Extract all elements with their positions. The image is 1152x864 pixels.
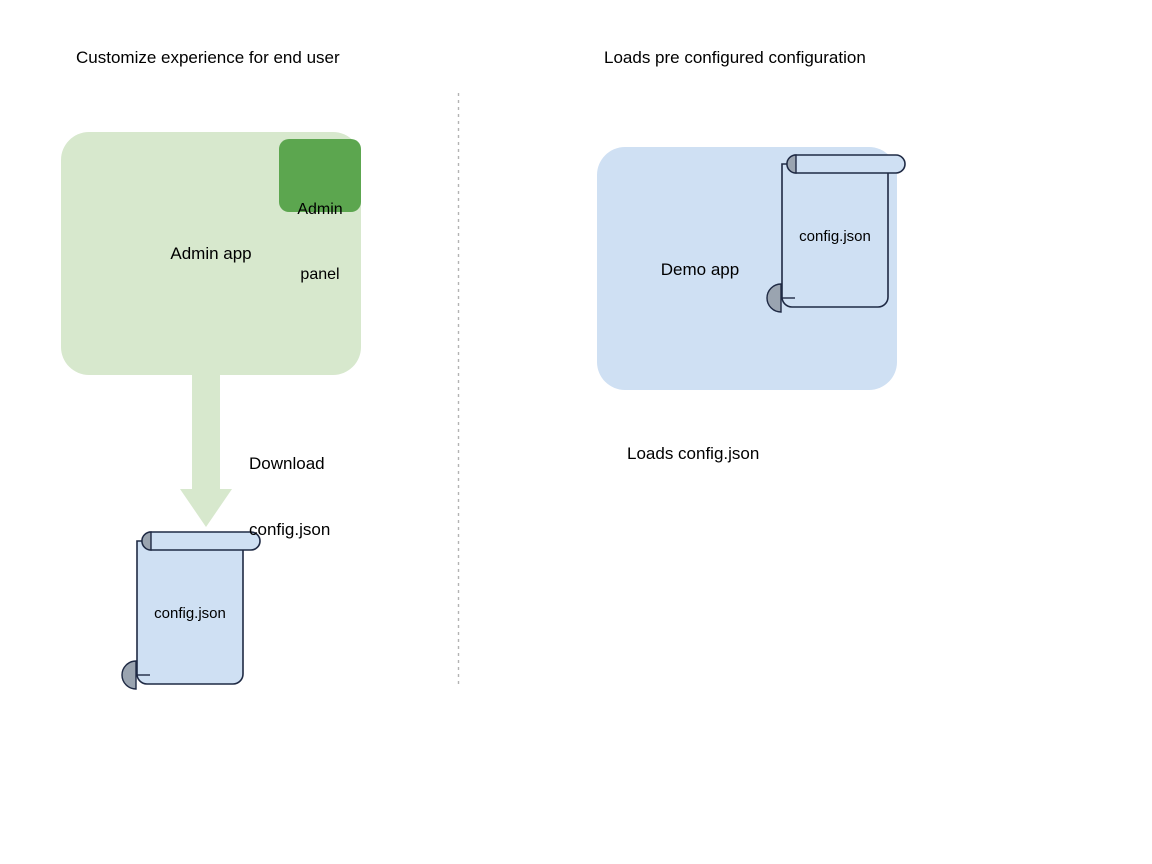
right-document-body bbox=[781, 163, 889, 308]
admin-panel-badge[interactable] bbox=[279, 139, 361, 212]
admin-panel-badge-line1: Admin bbox=[297, 201, 343, 219]
download-arrow bbox=[180, 375, 232, 527]
left-config-document[interactable] bbox=[121, 531, 261, 690]
right-column-title: Loads pre configured configuration bbox=[604, 48, 866, 67]
admin-panel-badge-label: Admin panel bbox=[279, 156, 361, 307]
left-document-label: config.json bbox=[154, 605, 226, 622]
right-config-document[interactable] bbox=[766, 154, 906, 313]
loads-config-caption: Loads config.json bbox=[627, 444, 760, 463]
right-document-top-knob bbox=[786, 154, 797, 174]
download-arrow-label: Download config.json bbox=[249, 409, 330, 564]
left-column-title: Customize experience for end user bbox=[76, 48, 340, 67]
left-document-top-knob bbox=[141, 531, 152, 551]
left-document-bottom-roll bbox=[121, 660, 137, 690]
left-document-top-roll bbox=[141, 531, 261, 551]
demo-app-label: Demo app bbox=[660, 260, 740, 279]
download-arrow-label-line1: Download bbox=[249, 454, 325, 474]
right-document-top-roll bbox=[786, 154, 906, 174]
left-document-body bbox=[136, 540, 244, 685]
admin-panel-badge-line2: panel bbox=[300, 265, 340, 283]
right-document-label: config.json bbox=[799, 228, 871, 245]
right-document-bottom-roll bbox=[766, 283, 782, 313]
download-arrow-label-line2: config.json bbox=[249, 520, 331, 540]
admin-app-label: Admin app bbox=[170, 244, 252, 263]
